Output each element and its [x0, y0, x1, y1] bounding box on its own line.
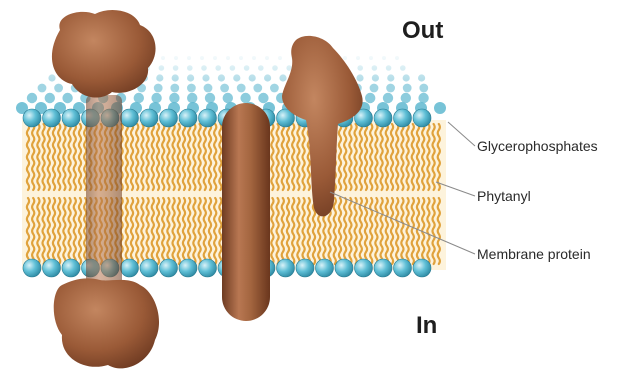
glycerophosphate-head	[43, 109, 61, 127]
surface-head-group	[38, 84, 47, 93]
glycerophosphate-head	[160, 109, 178, 127]
surface-head-group	[204, 84, 213, 93]
glycerophosphate-head	[394, 259, 412, 277]
surface-head-group	[434, 102, 446, 114]
leader-glycerophosphates	[448, 122, 475, 146]
phytanyl-label: Phytanyl	[477, 188, 531, 204]
glycerophosphate-head	[413, 109, 431, 127]
glycerophosphate-head	[413, 259, 431, 277]
surface-head-group	[54, 84, 63, 93]
surface-head-group	[169, 93, 179, 103]
surface-head-group	[383, 93, 393, 103]
glycerophosphate-head	[160, 259, 178, 277]
glycerophosphate-head	[179, 259, 197, 277]
surface-head-group	[223, 93, 233, 103]
glycerophosphate-head	[121, 259, 139, 277]
glycerophosphate-head	[296, 259, 314, 277]
glycerophosphate-head	[355, 259, 373, 277]
glycerophosphate-head	[140, 109, 158, 127]
surface-head-group	[240, 93, 250, 103]
glycerophosphate-head	[394, 109, 412, 127]
surface-head-group	[187, 84, 196, 93]
surface-head-group	[401, 93, 411, 103]
glycerophosphate-head	[121, 109, 139, 127]
glycerophosphate-head	[199, 109, 217, 127]
glycerophosphates-label: Glycerophosphates	[477, 138, 598, 154]
glycerophosphate-head	[62, 259, 80, 277]
glycerophosphate-head	[374, 259, 392, 277]
surface-head-group	[187, 93, 197, 103]
glycerophosphate-head	[43, 259, 61, 277]
glycerophosphate-head	[316, 259, 334, 277]
glycerophosphate-head	[374, 109, 392, 127]
inside-label: In	[416, 312, 437, 340]
surface-head-group	[134, 93, 144, 103]
glycerophosphate-head	[23, 109, 41, 127]
surface-head-group	[151, 93, 161, 103]
glycerophosphate-head	[62, 109, 80, 127]
surface-head-group	[365, 93, 375, 103]
surface-head-group	[237, 84, 246, 93]
membrane-protein-label: Membrane protein	[477, 246, 591, 262]
surface-head-group	[419, 84, 428, 93]
surface-head-group	[270, 84, 279, 93]
glycerophosphate-head	[199, 259, 217, 277]
surface-head-group	[205, 93, 215, 103]
outside-label: Out	[402, 17, 443, 45]
surface-head-group	[154, 84, 163, 93]
surface-head-group	[418, 93, 428, 103]
membrane-protein-middle	[222, 103, 270, 321]
surface-head-group	[170, 84, 179, 93]
glycerophosphate-head	[277, 259, 295, 277]
surface-head-group	[45, 93, 55, 103]
surface-head-group	[27, 93, 37, 103]
glycerophosphate-head	[179, 109, 197, 127]
surface-head-group	[386, 84, 395, 93]
glycerophosphate-head	[140, 259, 158, 277]
surface-head-group	[253, 84, 262, 93]
surface-head-group	[62, 93, 72, 103]
surface-head-group	[220, 84, 229, 93]
surface-head-group	[258, 93, 268, 103]
surface-head-group	[403, 84, 412, 93]
glycerophosphate-head	[335, 259, 353, 277]
glycerophosphate-head	[23, 259, 41, 277]
surface-head-group	[370, 84, 379, 93]
